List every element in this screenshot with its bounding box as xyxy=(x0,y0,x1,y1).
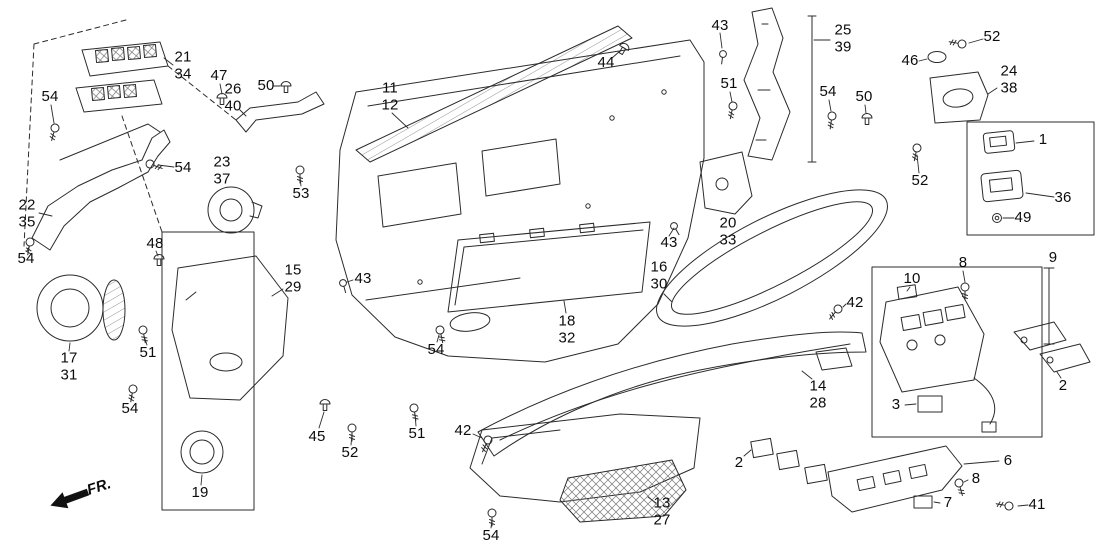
lock-bracket xyxy=(699,151,753,215)
part-callout-53: 53 xyxy=(292,184,310,202)
power-window-switch-panels xyxy=(75,41,169,113)
part-callout-3: 3 xyxy=(891,395,901,413)
part-callout-51: 51 xyxy=(408,424,426,442)
part-callout-25-39: 25 39 xyxy=(834,21,852,55)
part-callout-43: 43 xyxy=(660,233,678,251)
part-callout-10: 10 xyxy=(903,269,921,287)
part-callout-54: 54 xyxy=(121,399,139,417)
part-callout-23-37: 23 37 xyxy=(213,153,231,187)
switch-bracket xyxy=(235,91,325,133)
part-callout-18-32: 18 32 xyxy=(558,312,576,346)
part-callout-14-28: 14 28 xyxy=(809,377,827,411)
part-callout-15-29: 15 29 xyxy=(284,261,302,295)
part-callout-13-27: 13 27 xyxy=(653,494,671,528)
part-callout-9: 9 xyxy=(1048,248,1058,266)
part-callout-21-34: 21 34 xyxy=(174,48,192,82)
part-callout-8: 8 xyxy=(971,469,981,487)
part-callout-52: 52 xyxy=(983,27,1001,45)
part-callout-20-33: 20 33 xyxy=(719,214,737,248)
window-switch-assembly xyxy=(879,284,997,433)
switch-36 xyxy=(980,169,1024,203)
door-handle-parts xyxy=(1013,321,1091,373)
part-callout-16-30: 16 30 xyxy=(650,258,668,292)
connector-3 xyxy=(917,395,943,413)
rear-channel xyxy=(743,7,791,161)
fr-arrow-icon xyxy=(50,488,90,509)
part-callout-51: 51 xyxy=(720,74,738,92)
part-callout-52: 52 xyxy=(341,443,359,461)
part-callout-6: 6 xyxy=(1003,451,1013,469)
courtesy-lens xyxy=(559,459,687,523)
part-callout-11-12: 11 12 xyxy=(381,79,399,113)
part-callout-43: 43 xyxy=(711,16,729,34)
part-callout-54: 54 xyxy=(427,340,445,358)
group-box-left xyxy=(161,231,255,511)
lower-pocket xyxy=(469,413,701,523)
armrest xyxy=(477,331,867,457)
part-callout-2: 2 xyxy=(734,453,744,471)
part-callout-50: 50 xyxy=(257,76,275,94)
clip-icons xyxy=(153,41,873,411)
part-callout-26-40: 26 40 xyxy=(224,80,242,114)
bracket-25-39 xyxy=(807,15,831,163)
part-7 xyxy=(913,495,933,509)
part-callout-54: 54 xyxy=(17,249,35,267)
part-callout-44: 44 xyxy=(597,53,615,71)
screw-icons xyxy=(23,37,1015,527)
round-vent xyxy=(36,274,126,342)
mirror-switch-area xyxy=(927,51,989,124)
part-callout-50: 50 xyxy=(855,87,873,105)
part-callout-54: 54 xyxy=(482,526,500,544)
group-box-window-switch xyxy=(871,266,1043,438)
pocket-tray xyxy=(447,221,651,313)
part-callout-52: 52 xyxy=(911,171,929,189)
part-callout-17-31: 17 31 xyxy=(60,349,78,383)
part-callout-42: 42 xyxy=(454,421,472,439)
group-box-switches xyxy=(966,121,1095,236)
rear-switch-garnish xyxy=(827,445,963,513)
part-callout-22-35: 22 35 xyxy=(18,196,36,230)
speaker-lid xyxy=(207,186,263,234)
door-trim-panel xyxy=(335,39,705,363)
switch-1 xyxy=(982,130,1016,154)
quarter-seal xyxy=(656,189,888,327)
part-callout-51: 51 xyxy=(139,343,157,361)
assembly-dashed-lines xyxy=(23,19,237,247)
part-callout-7: 7 xyxy=(943,493,953,511)
vent-duct xyxy=(31,123,171,251)
part-callout-2: 2 xyxy=(1058,376,1068,394)
part-callout-36: 36 xyxy=(1054,188,1072,206)
part-callout-8: 8 xyxy=(958,253,968,271)
part-callout-54: 54 xyxy=(174,158,192,176)
speaker-garnish xyxy=(180,430,224,474)
part-callout-19: 19 xyxy=(191,483,209,501)
part-callout-1: 1 xyxy=(1038,130,1048,148)
leader-lines xyxy=(26,32,1062,529)
part-callout-24-38: 24 38 xyxy=(1000,62,1018,96)
pull-pocket-brackets xyxy=(750,437,828,485)
part-callout-42: 42 xyxy=(846,293,864,311)
part-callout-48: 48 xyxy=(146,234,164,252)
part-callout-45: 45 xyxy=(308,427,326,445)
part-callout-47: 47 xyxy=(210,66,228,84)
part-callout-49: 49 xyxy=(1014,208,1032,226)
corner-trim-panel xyxy=(171,255,289,401)
grommet-49 xyxy=(992,213,1002,223)
part-callout-41: 41 xyxy=(1028,495,1046,513)
part-callout-46: 46 xyxy=(901,51,919,69)
part-callout-54: 54 xyxy=(41,87,59,105)
bracket-9 xyxy=(1043,267,1055,345)
part-callout-43: 43 xyxy=(354,269,372,287)
part-callout-54: 54 xyxy=(819,82,837,100)
